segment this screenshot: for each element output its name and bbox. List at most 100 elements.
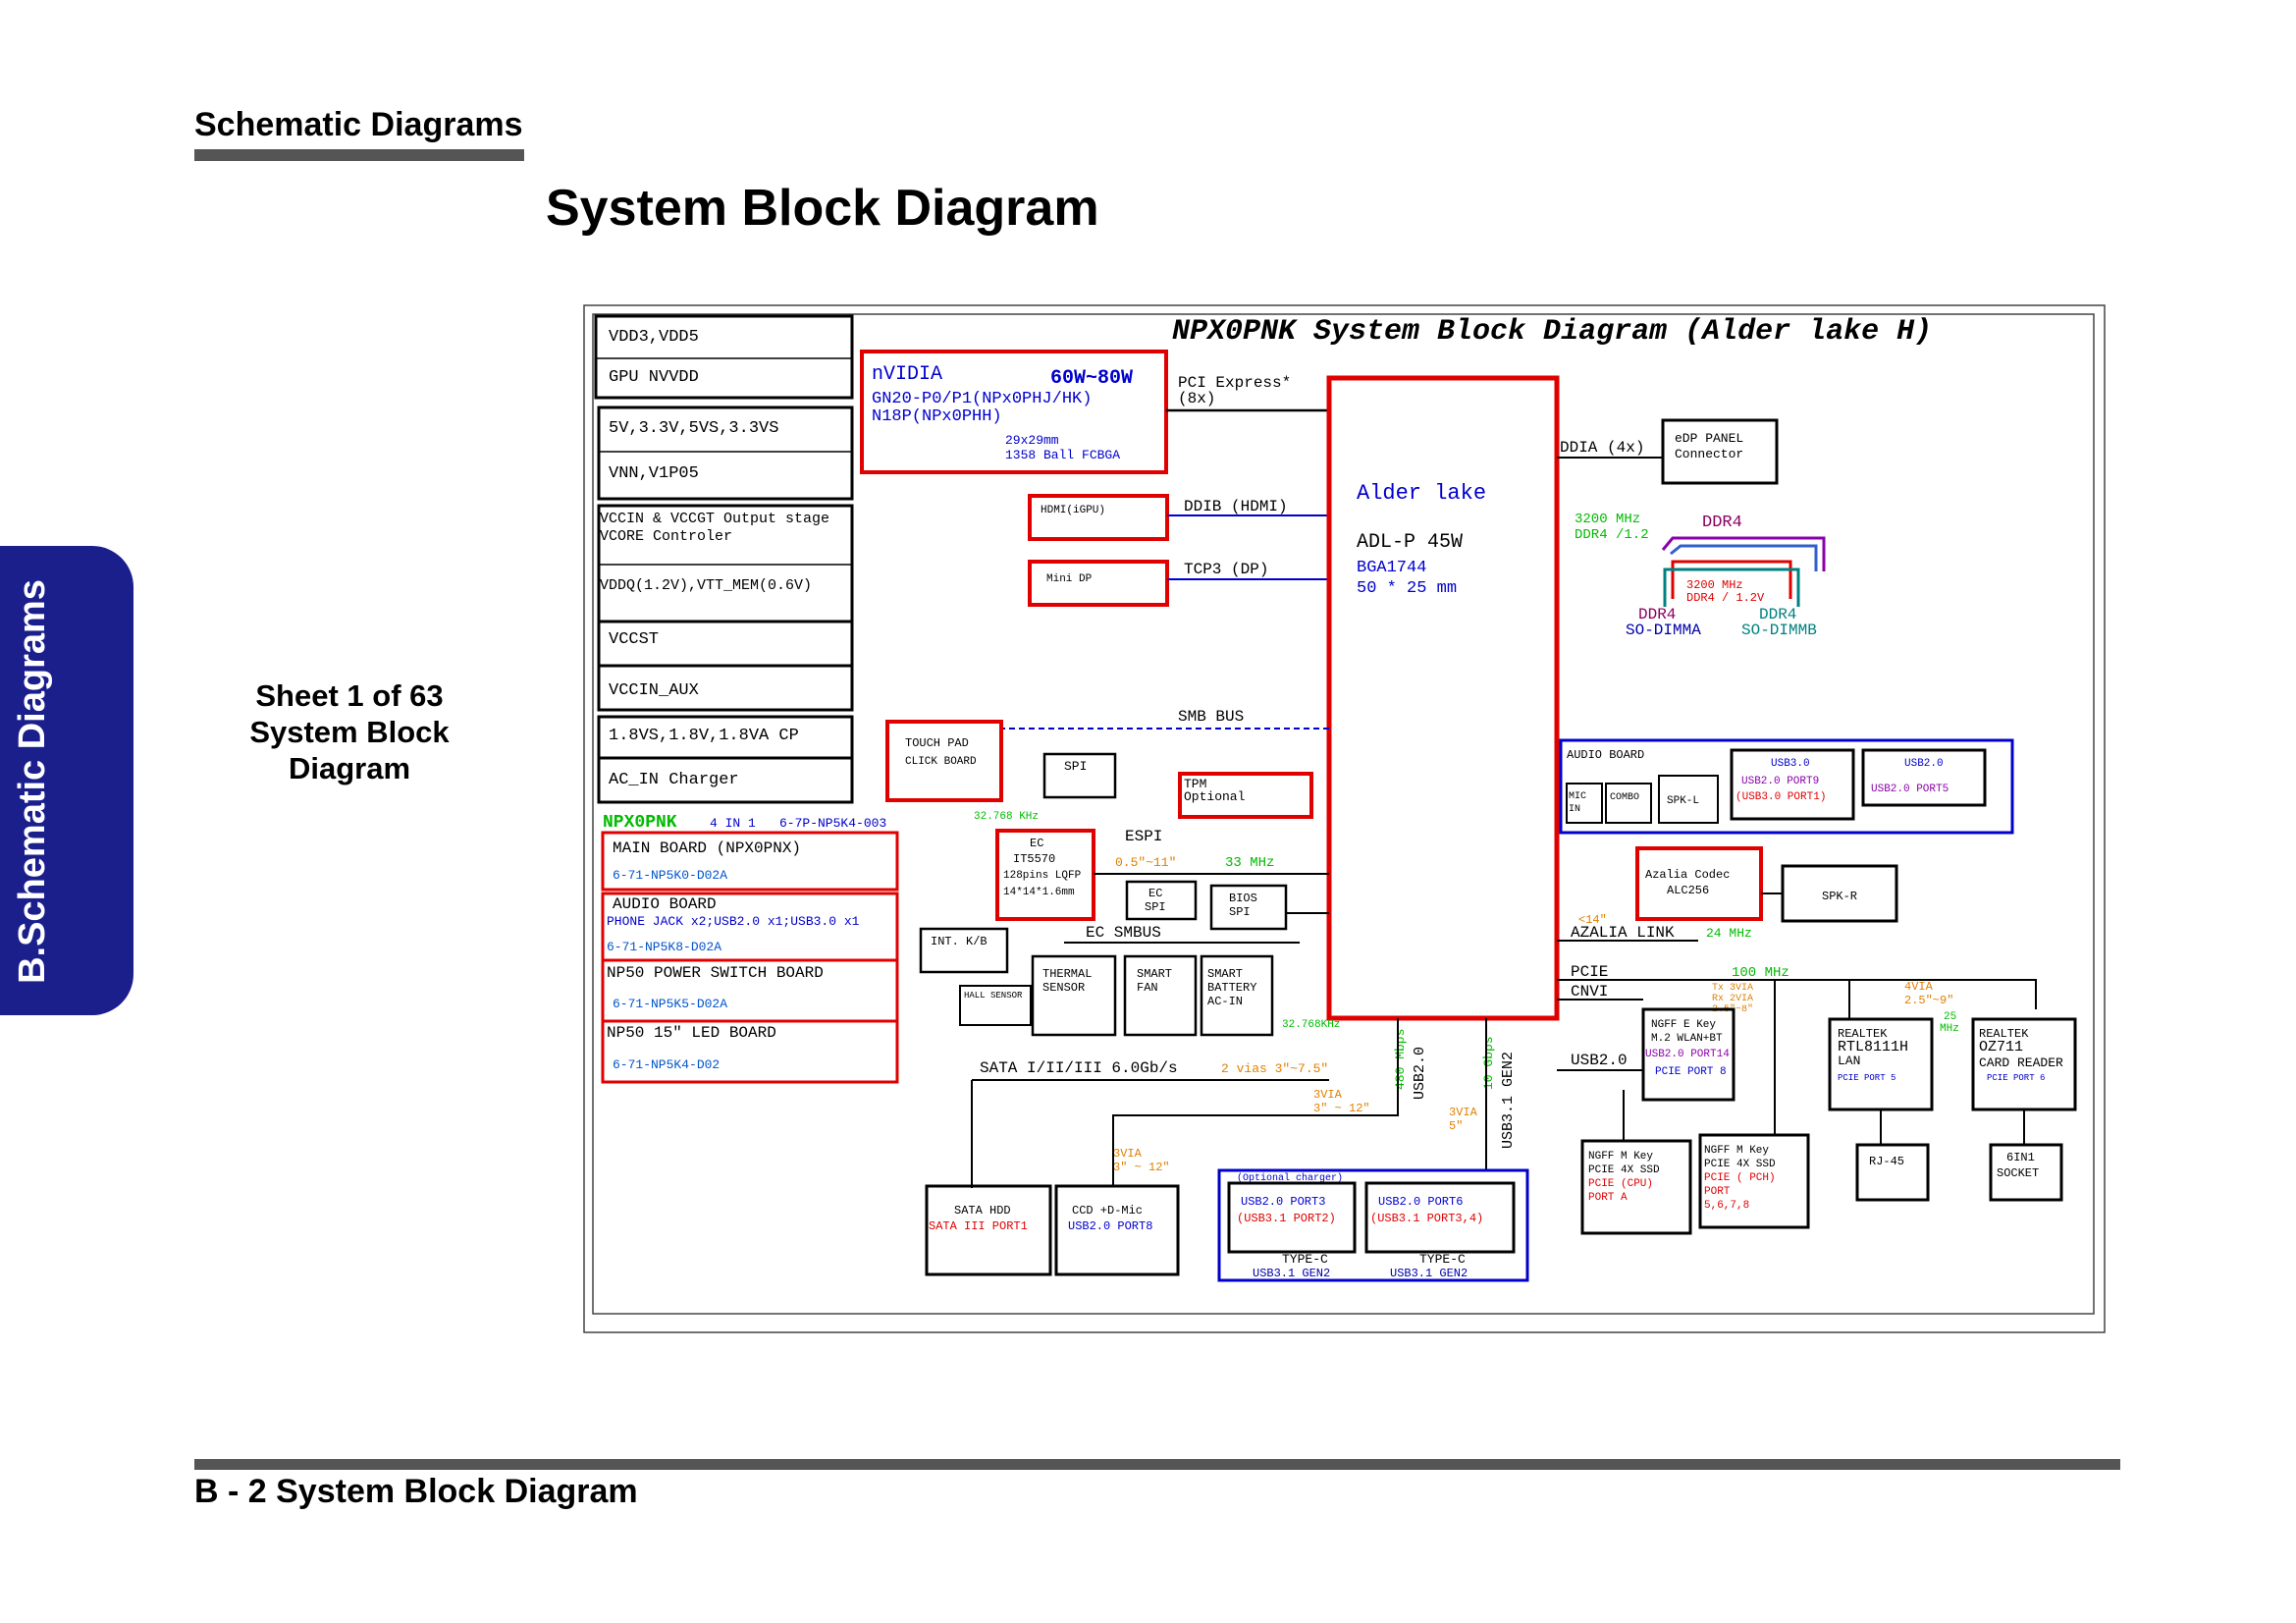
gpu-model-1: GN20-P0/P1(NPx0PHJ/HK) (872, 390, 1092, 408)
typec-optional: (Optional charger) (1237, 1172, 1343, 1184)
section-header: Schematic Diagrams (194, 106, 523, 143)
smb-bus-label: SMB BUS (1178, 708, 1244, 726)
ssd1-label-3: PCIE (CPU) (1588, 1178, 1653, 1190)
ec-label-1: EC (1030, 837, 1043, 850)
hall-sensor-box (959, 985, 1032, 1026)
slot-a-type: DDR4 (1638, 606, 1676, 623)
usb-480-label: 480 Mbps (1393, 1029, 1408, 1090)
rail-vddq: VDDQ(1.2V),VTT_MEM(0.6V) (600, 577, 812, 594)
battery-label-1: SMART (1207, 967, 1243, 981)
ec-label-3: 128pins LQFP (1003, 870, 1082, 882)
usb-10g-label: 10 Gbps (1481, 1036, 1496, 1090)
usb3-label: USB3.1 GEN2 (1500, 1052, 1517, 1149)
hdmi-label: HDMI(iGPU) (1041, 505, 1105, 516)
bios-label-1: BIOS (1229, 892, 1257, 905)
ddr-type-2: DDR4 / 1.2V (1686, 591, 1765, 605)
codec-label-1: Azalia Codec (1645, 868, 1730, 882)
lan-via-2: 2.5"~9" (1904, 994, 1953, 1007)
cpu-box (1326, 375, 1560, 1021)
mic-label-1: MIC (1569, 791, 1586, 802)
rail-vccin: VCCIN & VCCGT Output stage (600, 511, 829, 527)
ssd2-label-4: PORT (1704, 1186, 1731, 1198)
mic-label-2: IN (1569, 804, 1580, 815)
usb2-port-line1: USB2.0 (1904, 758, 1944, 770)
boards-title: NPX0PNK (603, 813, 677, 833)
spk-l-label: SPK-L (1667, 795, 1699, 807)
rail-gpu: GPU NVVDD (609, 368, 699, 387)
via3-label-2: 5" (1449, 1119, 1463, 1133)
thermal-sensor-box (1031, 954, 1117, 1037)
usb3-port-line3: (USB3.0 PORT1) (1735, 791, 1826, 803)
wlan-box (1641, 1007, 1735, 1102)
usb2-port-line2: USB2.0 PORT5 (1871, 784, 1949, 795)
footer-label: B - 2 System Block Diagram (194, 1473, 638, 1510)
pcie-via-2: Rx 2VIA (1712, 994, 1753, 1004)
codec-label-2: ALC256 (1667, 884, 1709, 897)
sata-hdd-box (925, 1184, 1052, 1276)
spi-box (1042, 752, 1117, 799)
bios-box (1209, 884, 1288, 931)
sheet-caption-line2: System Block (249, 715, 450, 749)
lan-label-3: LAN (1838, 1054, 1860, 1068)
power-switch-board-code: 6-71-NP5K5-D02A (613, 997, 727, 1011)
audio-board-code: 6-71-NP5K8-D02A (607, 940, 721, 954)
hdd-label-2: SATA III PORT1 (929, 1219, 1028, 1233)
wlan-usb-label: USB2.0 (1571, 1052, 1628, 1069)
typec-a-line3: TYPE-C (1282, 1252, 1328, 1267)
led-board-box (601, 1019, 899, 1084)
page-title: System Block Diagram (546, 180, 1099, 237)
sheet-caption: Sheet 1 of 63 System Block Diagram (232, 677, 467, 786)
usb2-label: USB2.0 (1412, 1047, 1428, 1100)
typec-b-line4: USB3.1 GEN2 (1390, 1267, 1468, 1280)
power-box-5 (597, 664, 854, 712)
rail-vcore: VCORE Controler (600, 528, 732, 545)
pcie-label: PCIE (1571, 963, 1608, 981)
rj45-box (1855, 1143, 1930, 1202)
sata-bus-label: SATA I/II/III 6.0Gb/s (980, 1059, 1178, 1077)
edp-label-2: Connector (1675, 447, 1743, 461)
espi-label: ESPI (1125, 828, 1162, 845)
hdd-label-1: SATA HDD (954, 1204, 1011, 1217)
power-box-7 (597, 756, 854, 804)
lan-label-4: PCIE PORT 5 (1838, 1073, 1896, 1083)
sheet-number: Sheet 1 of 63 (255, 678, 444, 713)
card-reader-label-2: OZ711 (1979, 1039, 2023, 1055)
ssd1-label-4: PORT A (1588, 1192, 1628, 1204)
rail-1v8: 1.8VS,1.8V,1.8VA CP (609, 727, 799, 745)
gpu-model-2: N18P(NPx0PHH) (872, 407, 1002, 426)
lan-via-1: 4VIA (1904, 980, 1934, 994)
ssd-pch-box (1698, 1133, 1810, 1229)
combo-label: COMBO (1610, 792, 1639, 803)
spk-r-label: SPK-R (1822, 890, 1857, 903)
touchpad-label-2: CLICK BOARD (905, 756, 977, 768)
wlan-label-4: PCIE PORT 8 (1655, 1066, 1727, 1078)
typec-port-a-box (1227, 1181, 1357, 1254)
rail-5v: 5V,3.3V,5VS,3.3VS (609, 419, 778, 438)
ssd2-label-5: 5,6,7,8 (1704, 1200, 1749, 1212)
battery-label-2: BATTERY (1207, 981, 1256, 995)
cpu-size: 50 * 25 mm (1357, 579, 1457, 598)
power-box-2 (597, 406, 854, 501)
via2-label-1: 3VIA (1113, 1147, 1143, 1161)
tpm-label-1: TPM (1184, 777, 1206, 791)
smart-battery-box (1200, 954, 1274, 1037)
rail-vccst: VCCST (609, 630, 659, 649)
touchpad-box (885, 720, 1003, 802)
card-socket-box (1989, 1143, 2063, 1202)
power-box-1 (594, 314, 854, 400)
rail-vccin-aux: VCCIN_AUX (609, 681, 699, 700)
ccd-box (1054, 1184, 1180, 1276)
lan-label-1: REALTEK (1838, 1027, 1888, 1041)
smart-fan-box (1123, 954, 1198, 1037)
combo-jack-box (1605, 783, 1652, 824)
cpu-pkg: BGA1744 (1357, 559, 1426, 577)
wlan-label-1: NGFF E Key (1651, 1019, 1716, 1031)
tpm-box (1178, 772, 1313, 819)
typec-a-line2: (USB3.1 PORT2) (1237, 1212, 1336, 1225)
typec-port-b-box (1364, 1181, 1516, 1254)
header-rule (194, 149, 524, 161)
tcp3-label: TCP3 (DP) (1184, 561, 1268, 578)
typec-b-line2: (USB3.1 PORT3,4) (1370, 1212, 1483, 1225)
ddr-bus-label: DDR4 (1702, 514, 1742, 532)
bios-label-2: SPI (1229, 905, 1251, 919)
